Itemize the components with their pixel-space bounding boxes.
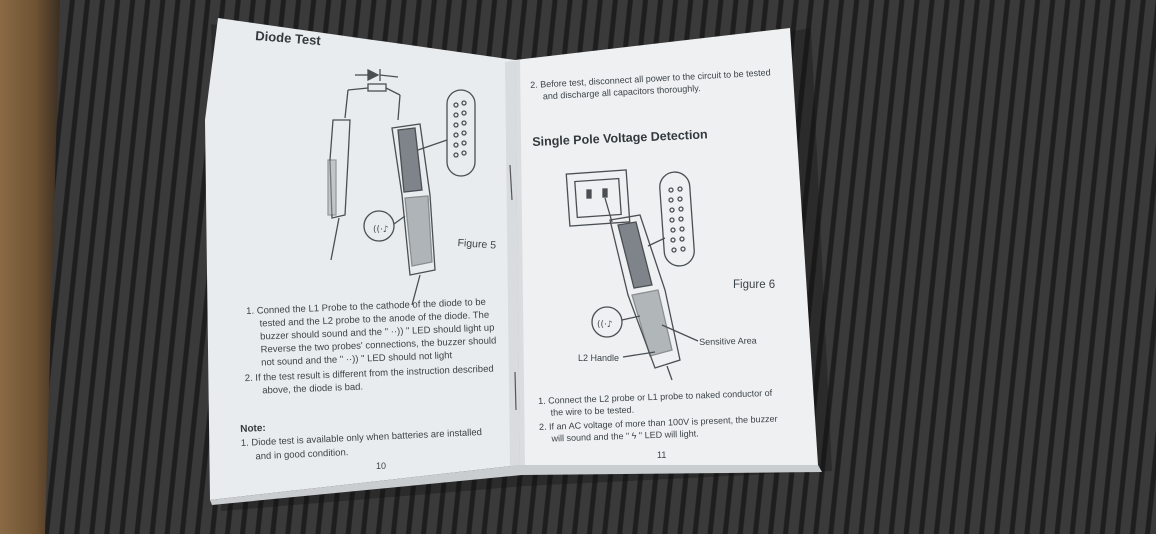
figure-6-illustration — [565, 169, 699, 381]
figure-5-illustration — [327, 68, 476, 306]
note-title: Note: — [240, 422, 267, 435]
left-page-number: 10 — [376, 461, 387, 471]
ink-mark-2 — [514, 371, 517, 411]
ink-mark — [509, 164, 513, 201]
buzzer-icon-right: ((·♪ — [597, 320, 613, 330]
right-page-number: 11 — [657, 450, 667, 460]
figure-6-label: Figure 6 — [733, 279, 776, 291]
l2-handle-label: L2 Handle — [578, 353, 620, 363]
buzzer-icon: ((·♪ — [373, 225, 389, 235]
right-page — [515, 28, 818, 465]
left-page — [205, 18, 520, 500]
sensitive-area-label: Sensitive Area — [699, 335, 757, 347]
